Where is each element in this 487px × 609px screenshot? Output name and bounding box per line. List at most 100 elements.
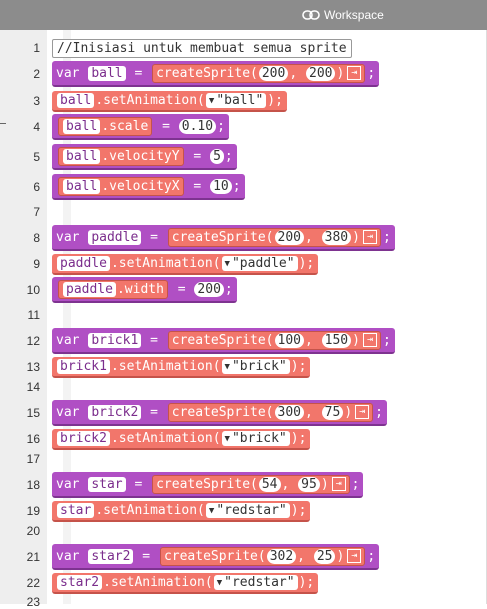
method-name: .setAnimation(	[110, 359, 221, 374]
property-value[interactable]: 10	[210, 178, 232, 194]
property-ref[interactable]: ball.velocityX	[58, 176, 184, 196]
comma: ,	[281, 476, 298, 492]
variable-name[interactable]: ball	[63, 148, 101, 164]
equals-sign: =	[134, 548, 158, 564]
property-assign-block[interactable]: ball.velocityX = 10;	[52, 174, 245, 200]
semicolon: ;	[382, 229, 391, 245]
close-paren: )	[352, 332, 360, 348]
animation-dropdown[interactable]: ▼"brick"	[221, 359, 290, 374]
workspace-toggle[interactable]: Workspace	[302, 7, 384, 23]
variable-name[interactable]: star2	[88, 548, 134, 564]
property-name: .scale	[101, 118, 149, 134]
variable-name[interactable]: brick2	[57, 431, 110, 446]
y-value[interactable]: 200	[306, 65, 336, 81]
semicolon: ;	[217, 118, 225, 134]
create-sprite-call[interactable]: createSprite(302, 25)⇥	[159, 546, 366, 566]
set-animation-block[interactable]: star2.setAnimation(▼"redstar");	[52, 573, 319, 594]
create-sprite-call[interactable]: createSprite(54, 95)⇥	[152, 474, 350, 494]
workspace-label: Workspace	[324, 8, 384, 22]
method-name: .setAnimation(	[110, 256, 221, 271]
x-value[interactable]: 200	[258, 65, 289, 81]
property-assign-block[interactable]: paddle.width = 200;	[52, 277, 237, 303]
animation-dropdown[interactable]: ▼"ball"	[205, 93, 267, 108]
comment-block[interactable]: //Inisiasi untuk membuat semua sprite	[52, 39, 352, 58]
set-animation-block[interactable]: ball.setAnimation(▼"ball");	[52, 91, 287, 112]
property-ref[interactable]: ball.velocityY	[58, 146, 184, 166]
y-value[interactable]: 380	[321, 229, 352, 245]
y-value[interactable]: 75	[321, 404, 344, 420]
set-animation-block[interactable]: star.setAnimation(▼"redstar");	[52, 501, 311, 522]
set-animation-block[interactable]: brick1.setAnimation(▼"brick");	[52, 357, 311, 378]
close-paren: );	[290, 431, 307, 446]
line-number: 6	[33, 180, 40, 194]
y-value[interactable]: 25	[313, 548, 336, 564]
dropdown-icon: ▼	[208, 95, 215, 106]
dropdown-icon: ▼	[224, 361, 230, 372]
create-sprite-call[interactable]: createSprite(200, 200)⇥	[152, 63, 366, 83]
property-ref[interactable]: paddle.width	[58, 279, 168, 299]
variable-name[interactable]: paddle	[88, 229, 142, 245]
var-declaration-block[interactable]: var star2 = createSprite(302, 25)⇥;	[52, 544, 380, 570]
return-icon: ⇥	[362, 333, 377, 347]
property-assign-block[interactable]: ball.velocityY = 5;	[52, 144, 237, 170]
var-declaration-block[interactable]: var star = createSprite(54, 95)⇥;	[52, 472, 364, 498]
variable-name[interactable]: brick2	[88, 404, 142, 420]
x-value[interactable]: 200	[274, 229, 304, 245]
line-number: 12	[26, 334, 40, 348]
property-value[interactable]: 200	[194, 281, 224, 297]
create-sprite-call[interactable]: createSprite(200, 380)⇥	[167, 227, 381, 247]
create-sprite-call[interactable]: createSprite(100, 150)⇥	[167, 330, 381, 350]
property-assign-block[interactable]: ball.scale = 0.10;	[52, 114, 229, 140]
top-bar: Workspace	[0, 0, 487, 30]
line-number: 23	[26, 595, 40, 609]
equals-sign: =	[185, 178, 210, 194]
animation-dropdown[interactable]: ▼"redstar"	[205, 503, 290, 518]
create-sprite-call[interactable]: createSprite(300, 75)⇥	[167, 402, 374, 422]
variable-name[interactable]: ball	[63, 178, 101, 194]
property-value[interactable]: 5	[210, 148, 224, 164]
x-value[interactable]: 300	[274, 404, 304, 420]
set-animation-block[interactable]: paddle.setAnimation(▼"paddle");	[52, 254, 319, 275]
x-value[interactable]: 100	[274, 332, 304, 348]
comma: ,	[305, 229, 321, 245]
line-number: 15	[26, 406, 40, 420]
return-icon: ⇥	[347, 66, 362, 80]
animation-dropdown[interactable]: ▼"paddle"	[221, 256, 298, 271]
variable-name[interactable]: star	[57, 503, 95, 518]
x-value[interactable]: 302	[266, 548, 297, 564]
property-value[interactable]: 0.10	[178, 118, 217, 134]
variable-name[interactable]: ball	[88, 65, 126, 81]
var-declaration-block[interactable]: var paddle = createSprite(200, 380)⇥;	[52, 225, 395, 251]
dropdown-icon: ▼	[208, 505, 215, 516]
variable-name[interactable]: star2	[57, 575, 103, 590]
method-name: .setAnimation(	[110, 431, 221, 446]
equals-sign: =	[142, 332, 166, 348]
variable-name[interactable]: paddle	[63, 281, 116, 297]
line-number: 13	[26, 360, 40, 374]
gutter-marker	[0, 123, 6, 124]
var-declaration-block[interactable]: var brick1 = createSprite(100, 150)⇥;	[52, 328, 395, 354]
variable-name[interactable]: ball	[63, 118, 101, 134]
var-declaration-block[interactable]: var brick2 = createSprite(300, 75)⇥;	[52, 400, 387, 426]
return-icon: ⇥	[362, 230, 377, 244]
line-number: 10	[26, 283, 40, 297]
close-paren: );	[290, 503, 307, 518]
x-value[interactable]: 54	[258, 476, 281, 492]
property-ref[interactable]: ball.scale	[58, 116, 153, 136]
variable-name[interactable]: star	[88, 476, 126, 492]
semicolon: ;	[367, 548, 376, 564]
equals-sign: =	[142, 404, 166, 420]
y-value[interactable]: 95	[298, 476, 320, 492]
variable-name[interactable]: brick1	[57, 359, 110, 374]
animation-dropdown[interactable]: ▼"brick"	[221, 431, 290, 446]
variable-name[interactable]: brick1	[88, 332, 142, 348]
variable-name[interactable]: paddle	[57, 256, 110, 271]
set-animation-block[interactable]: brick2.setAnimation(▼"brick");	[52, 429, 311, 450]
y-value[interactable]: 150	[321, 332, 352, 348]
comma: ,	[305, 332, 321, 348]
variable-name[interactable]: ball	[57, 93, 95, 108]
return-icon: ⇥	[355, 405, 370, 419]
return-icon: ⇥	[331, 477, 346, 491]
var-declaration-block[interactable]: var ball = createSprite(200, 200)⇥;	[52, 61, 380, 87]
animation-dropdown[interactable]: ▼"redstar"	[213, 575, 298, 590]
